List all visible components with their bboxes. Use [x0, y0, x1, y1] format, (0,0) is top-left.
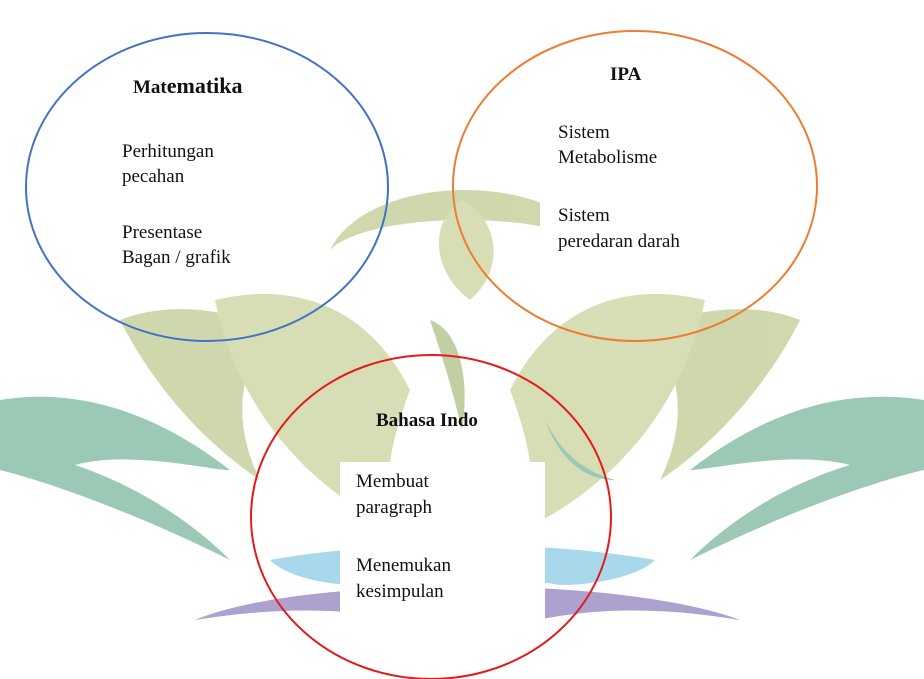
ipa-item-1: Sistem	[558, 122, 610, 143]
watermark-left-green-leaf	[0, 396, 230, 560]
bahasa-title: Bahasa Indo	[376, 410, 478, 431]
bahasa-item-2: paragraph	[356, 497, 432, 518]
ipa-text-backdrop	[540, 110, 720, 288]
matematika-title: Matematika	[133, 73, 243, 99]
ipa-title: IPA	[610, 64, 642, 85]
watermark-inner-olive-right	[500, 294, 705, 540]
matematika-title-prefix: Mat	[133, 77, 167, 98]
ipa-item-2: Metabolisme	[558, 147, 658, 168]
matematika-item-1: Perhitungan	[122, 141, 214, 162]
watermark-right-green-leaf	[690, 396, 924, 560]
bahasa-circle	[250, 354, 612, 679]
matematika-item-3: Presentase	[122, 222, 203, 243]
bahasa-item-3: Menemukan	[356, 555, 451, 576]
matematika-circle	[25, 32, 389, 342]
matematika-item-2: pecahan	[122, 166, 185, 187]
watermark-center-stem	[430, 320, 465, 430]
bahasa-item-1: Membuat	[356, 471, 429, 492]
watermark-center-leaf-dark	[545, 420, 615, 480]
matematika-item-4: Bagan / grafik	[122, 247, 231, 268]
ipa-item-3: Sistem	[558, 205, 610, 226]
ipa-circle	[452, 30, 818, 342]
bahasa-text-backdrop	[340, 462, 545, 642]
ipa-rim-notch	[737, 42, 745, 46]
matematika-title-rest: ematika	[166, 73, 243, 98]
ipa-item-4: peredaran darah	[558, 231, 680, 252]
watermark-center-bud	[438, 200, 494, 300]
bahasa-item-4: kesimpulan	[356, 581, 444, 602]
